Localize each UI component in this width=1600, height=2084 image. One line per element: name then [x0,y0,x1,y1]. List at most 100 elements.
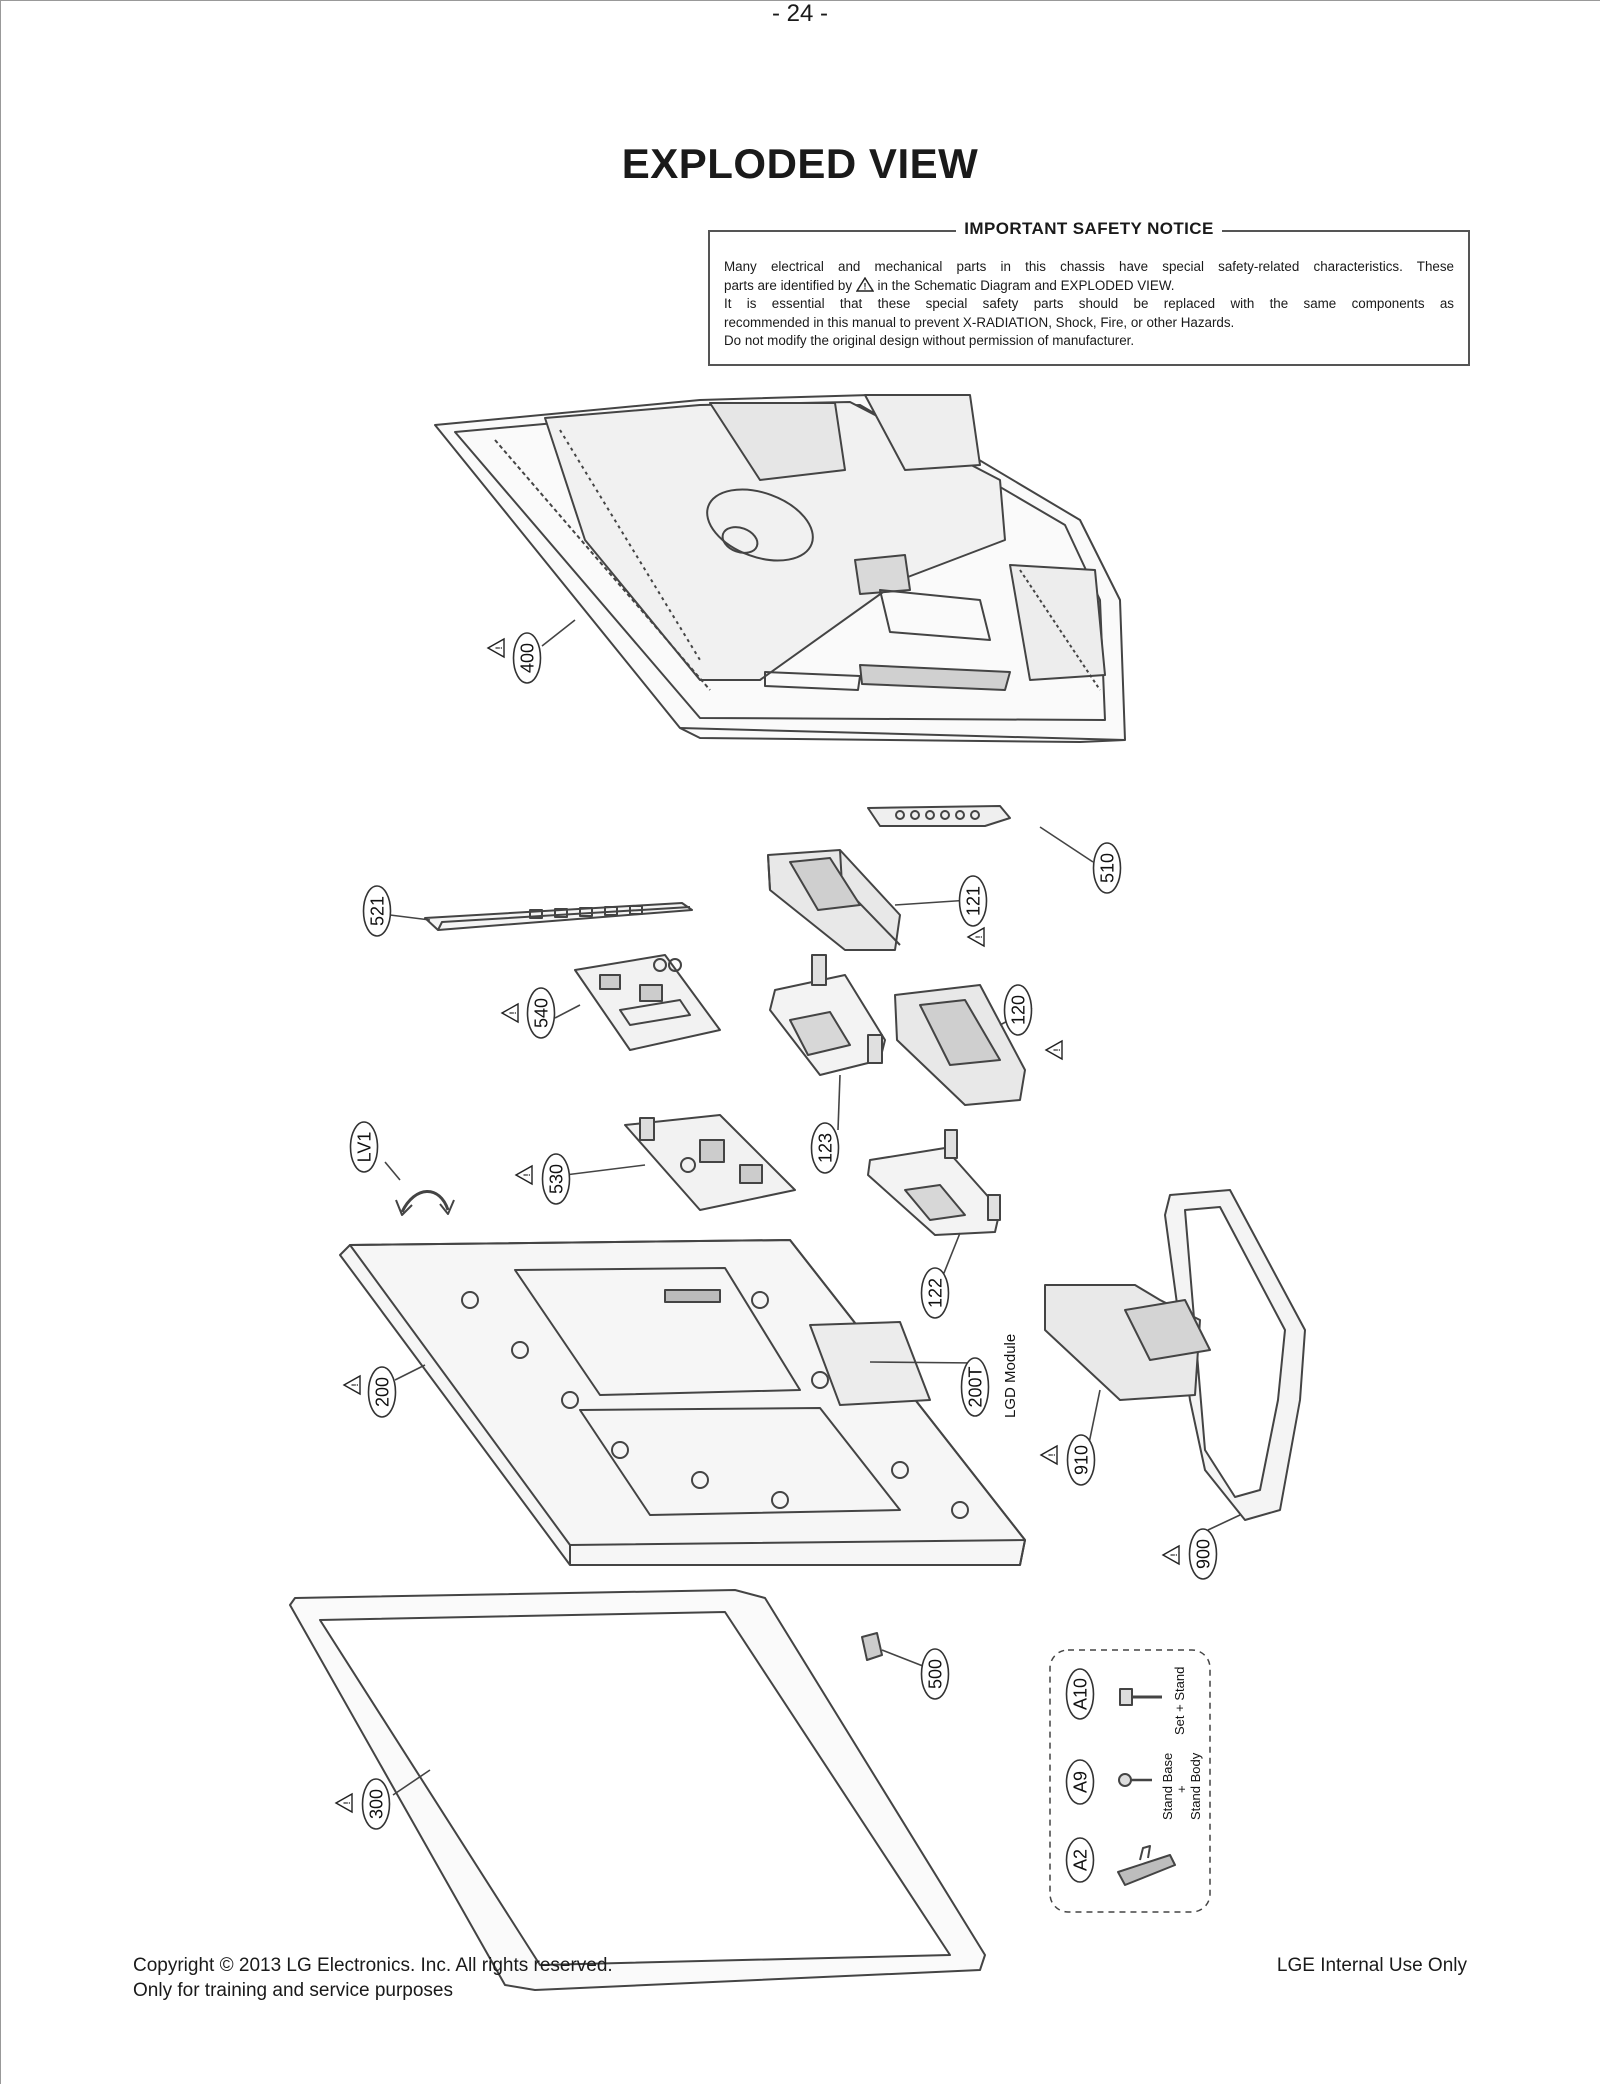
part-122: 122 [920,1267,950,1319]
warning-triangle-icon: ! [1161,1544,1180,1566]
part-900: 900 [1188,1528,1218,1580]
notice-line-5: Do not modify the original design withou… [724,333,1135,348]
safety-notice-heading: IMPORTANT SAFETY NOTICE [710,219,1468,239]
control-button-bar-drawing [867,805,1011,827]
part-200t-label: 200T [966,1366,986,1407]
warning-triangle-icon: ! [334,1792,353,1814]
page-title: EXPLODED VIEW [621,140,979,187]
warning-triangle-icon: ! [514,1164,533,1186]
footer-internal-use: LGE Internal Use Only [1276,1955,1467,1976]
part-a9: A9 [1065,1759,1095,1805]
part-400-label: 400 [518,643,538,673]
part-a9-label: A9 [1071,1771,1091,1793]
speaker-right-drawing [767,849,901,951]
part-lv1: LV1 [349,1121,379,1173]
ir-receiver-drawing [861,1632,883,1661]
part-300-label: 300 [367,1789,387,1819]
notice-line-2-end: in the Schematic Diagram and EXPLODED VI… [877,277,1175,293]
lgd-module-label: LGD Module [1002,1334,1019,1418]
front-cover-drawing [289,1589,986,1991]
svg-text:!: ! [342,1802,352,1805]
safety-notice-box: IMPORTANT SAFETY NOTICE Many electrical … [708,219,1470,366]
svg-text:!: ! [1047,1454,1057,1457]
footer-purpose: Only for training and service purposes [133,1980,453,2001]
part-521: 521 [362,885,392,937]
part-910: 910 [1066,1434,1096,1486]
part-123: 123 [810,1122,840,1174]
part-200: 200 [367,1366,397,1418]
jack-bracket-drawing [424,902,693,931]
part-540-label: 540 [532,998,552,1028]
notice-line-2: parts are identified by ! in the Schemat… [724,276,1454,296]
notice-line-3: It is essential that these special safet… [724,296,1454,311]
part-500-label: 500 [926,1659,946,1689]
warning-triangle-icon: ! [342,1374,361,1396]
stand-body-label: Stand Body [1188,1752,1203,1820]
svg-text:!: ! [1169,1554,1179,1557]
part-510: 510 [1092,842,1122,894]
warning-triangle-icon: ! [966,926,985,948]
part-540: 540 [526,987,556,1039]
page-frame-top [0,0,1600,1]
lv1-arrow-drawing [395,1190,455,1216]
part-530-label: 530 [547,1164,567,1194]
svg-text:!: ! [522,1174,532,1177]
speaker-bracket-left-drawing [769,954,886,1076]
speaker-left-drawing [894,984,1026,1106]
part-a10-label: A10 [1071,1678,1091,1710]
safety-notice-body: Many electrical and mechanical parts in … [724,258,1454,351]
part-300: 300 [361,1778,391,1830]
part-500: 500 [920,1648,950,1700]
part-400: 400 [512,632,542,684]
part-a2-label: A2 [1071,1849,1091,1871]
stand-drawing [1044,1189,1306,1521]
part-200t: 200T [960,1357,990,1417]
svg-text:!: ! [508,1012,518,1015]
warning-triangle-icon: ! [1039,1444,1058,1466]
warning-triangle-icon: ! [500,1002,519,1024]
page-frame-left [0,0,1,2084]
part-callouts: 400 510 521 121 540 120 LV1 530 123 122 … [349,632,1218,1883]
part-900-label: 900 [1194,1539,1214,1569]
part-521-label: 521 [368,896,388,926]
speaker-bracket-right-drawing [867,1129,1001,1236]
part-lv1-label: LV1 [355,1132,375,1163]
part-120: 120 [1003,984,1033,1036]
footer-copyright: Copyright © 2013 LG Electronics. Inc. Al… [133,1955,613,1976]
notice-line-1: Many electrical and mechanical parts in … [724,259,1454,274]
screw-a9-drawing [1118,1773,1152,1787]
part-910-label: 910 [1072,1445,1092,1475]
warning-triangle-icon: ! [1044,1039,1063,1061]
part-120-label: 120 [1009,995,1029,1025]
part-510-label: 510 [1098,853,1118,883]
stand-clip-a2-drawing [1117,1845,1176,1886]
svg-text:!: ! [974,936,984,939]
back-cover-drawing [434,394,1126,743]
svg-text:!: ! [1052,1049,1062,1052]
svg-text:!: ! [494,647,504,650]
part-121: 121 [958,875,988,927]
part-123-label: 123 [816,1133,836,1163]
page-number: - 24 - [771,0,828,27]
svg-text:!: ! [863,281,866,291]
part-122-label: 122 [926,1278,946,1308]
set-stand-label: Set + Stand [1172,1667,1187,1735]
stand-plus-label: + [1174,1785,1189,1793]
part-200-label: 200 [373,1377,393,1407]
power-board-drawing [624,1114,796,1211]
svg-text:!: ! [350,1384,360,1387]
notice-line-2-start: parts are identified by [724,277,853,293]
notice-line-4: recommended in this manual to prevent X-… [724,314,1235,330]
warning-triangle-icon: ! [855,276,874,292]
part-a2: A2 [1065,1837,1095,1883]
part-121-label: 121 [964,886,984,916]
warning-triangle-icon: ! [486,637,505,659]
stand-base-label: Stand Base [1160,1753,1175,1820]
accessory-group-box [1049,1649,1211,1913]
screw-a10-drawing [1119,1688,1162,1706]
safety-marks: ! ! ! ! ! ! ! ! ! [334,637,1180,1814]
main-board-drawing [574,954,721,1051]
part-a10: A10 [1065,1668,1095,1720]
part-530: 530 [541,1153,571,1205]
